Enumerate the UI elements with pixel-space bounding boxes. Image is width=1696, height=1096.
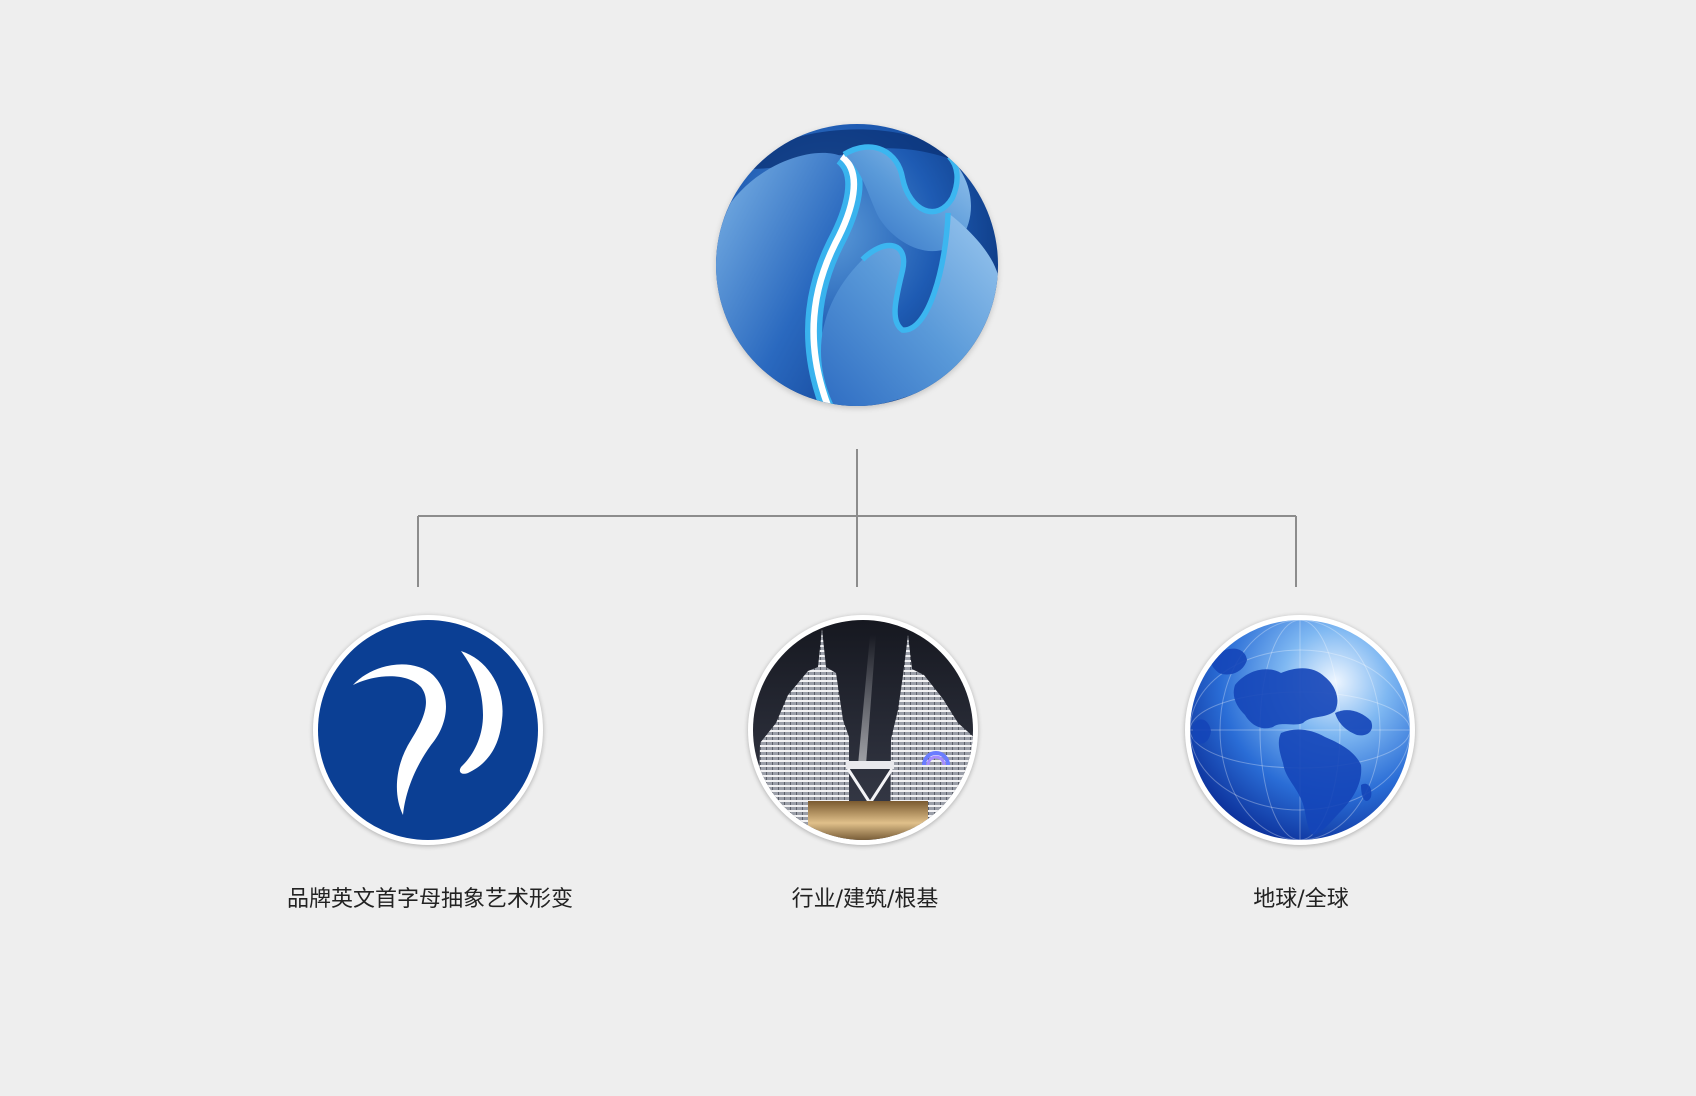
globe-icon [1190,620,1410,840]
node-letter-mark [313,615,543,845]
node-label-globe: 地球/全球 [1253,887,1349,912]
node-label-towers: 行业/建筑/根基 [791,887,939,912]
twin-towers-photo-icon [753,620,973,840]
node-towers [748,615,978,845]
letter-mark-icon [318,620,538,840]
brand-logo-icon [716,124,998,406]
node-globe [1185,615,1415,845]
node-label-letter-mark: 品牌英文首字母抽象艺术形变 [286,887,573,912]
